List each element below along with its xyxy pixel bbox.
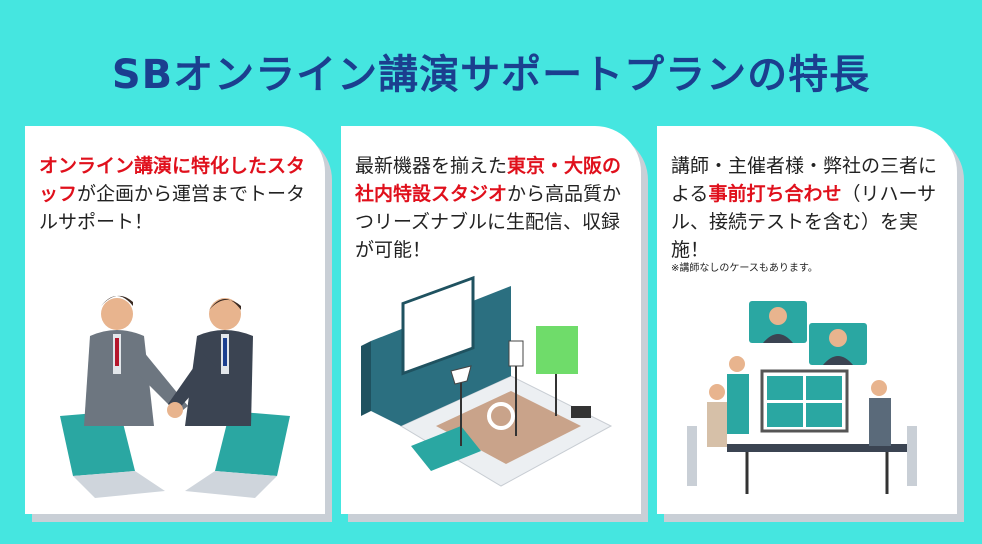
feature-meeting-post: （リハーサル、接続テストを含む）を実施！	[671, 183, 937, 261]
studio-illustration-icon	[361, 275, 613, 487]
handshake-illustration-icon	[60, 295, 290, 498]
page-title: SBオンライン講演サポートプランの特長	[111, 52, 871, 98]
feature-studio-post: から高品質かつリーズナブルに生配信、収録が可能！	[355, 183, 622, 261]
feature-studio-pre: 最新機器を揃えた	[355, 155, 508, 177]
feature-staff-rest: が企画から運営までトータルサポート！	[39, 183, 306, 233]
feature-card-staff: オンライン講演に特化したスタッフが企画から運営までトータルサポート！	[25, 126, 325, 514]
feature-meeting-highlight: 事前打ち合わせ	[708, 183, 842, 205]
feature-card-studio-text: 最新機器を揃えた東京・大阪の社内特設スタジオから高品質かつリーズナブルに生配信、…	[355, 152, 631, 264]
feature-meeting-note: ※講師なしのケースもあります。	[671, 263, 818, 274]
feature-card-meeting: 講師・主催者様・弊社の三者による事前打ち合わせ（リハーサル、接続テストを含む）を…	[657, 126, 957, 514]
feature-meeting-pre: 講師・主催者様・弊社の三者による	[671, 155, 938, 205]
feature-card-staff-text: オンライン講演に特化したスタッフが企画から運営までトータルサポート！	[39, 152, 315, 236]
feature-staff-highlight: オンライン講演に特化したスタッフ	[39, 155, 306, 205]
meeting-illustration-icon	[687, 301, 917, 494]
feature-studio-highlight: 東京・大阪の社内特設スタジオ	[355, 155, 622, 205]
feature-card-meeting-text: 講師・主催者様・弊社の三者による事前打ち合わせ（リハーサル、接続テストを含む）を…	[671, 152, 947, 264]
feature-card-studio: 最新機器を揃えた東京・大阪の社内特設スタジオから高品質かつリーズナブルに生配信、…	[341, 126, 641, 514]
